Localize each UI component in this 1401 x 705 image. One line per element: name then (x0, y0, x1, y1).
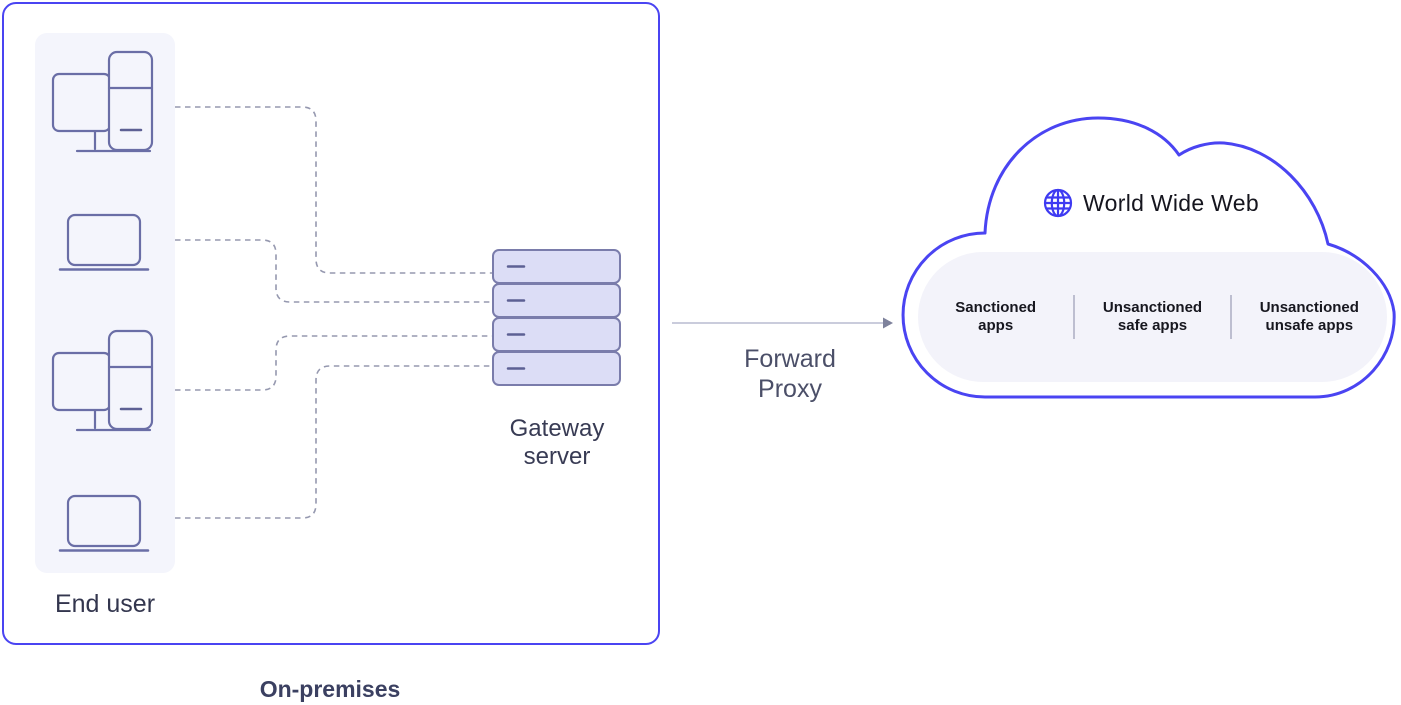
connector-desktop2-to-server (175, 335, 492, 391)
connector-laptop1-to-server (175, 239, 492, 303)
cloud-title: World Wide Web (905, 185, 1397, 221)
desktop-computer-icon (51, 50, 154, 153)
app-category-unsanctioned-safe: Unsanctioned safe apps (1102, 299, 1203, 334)
app-category-unsanctioned-unsafe: Unsanctioned unsafe apps (1259, 299, 1359, 334)
laptop-icon (58, 213, 150, 271)
desktop-computer-icon (51, 329, 154, 432)
connector-lines (175, 106, 492, 519)
divider (1230, 295, 1232, 339)
laptop-icon (58, 494, 150, 552)
app-category-sanctioned: Sanctioned apps (955, 299, 1037, 334)
on-premises-zone-label: On-premises (259, 676, 401, 702)
forward-proxy-label: Forward Proxy (744, 345, 836, 403)
server-stack-icon (492, 249, 621, 386)
cloud-apps-box: Sanctioned apps Unsanctioned safe apps U… (918, 252, 1387, 382)
divider (1073, 295, 1075, 339)
arrow-right-icon (672, 317, 893, 329)
end-user-label: End user (54, 590, 156, 618)
connector-desktop1-to-server (175, 106, 492, 274)
gateway-server-label: Gateway server (509, 415, 605, 470)
connector-laptop2-to-server (175, 365, 492, 519)
globe-icon (1043, 188, 1073, 218)
cloud-title-text: World Wide Web (1083, 189, 1259, 216)
